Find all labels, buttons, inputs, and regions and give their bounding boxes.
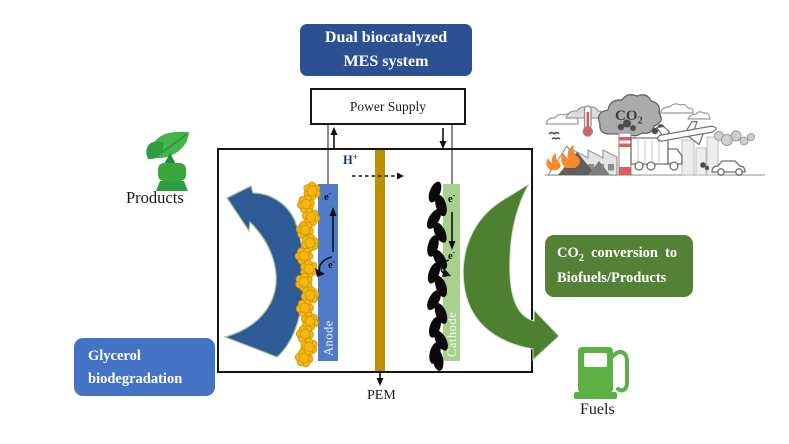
car-icon [700,160,746,176]
fuels-icon [574,347,629,399]
co2-cloud: CO2 [597,94,662,137]
cathode-electron-hook [440,259,451,277]
products-icon [146,131,189,191]
plane-icon [655,120,717,146]
title-line2: MES system [343,53,429,70]
skyline [681,136,719,176]
cloud-co2-label: CO2 [615,108,643,127]
cathode-label: Cathode [445,312,459,357]
anode-electron-label: e- [324,189,332,203]
anode-electron-label2: e- [328,257,336,271]
proton-arrow [352,172,404,180]
mountain-small [588,161,610,175]
chimney-smoke [617,119,636,131]
glycerol-line2: biodegradation [88,371,183,388]
thermometer-icon [582,105,594,137]
current-up-arrow [330,127,338,148]
glycerol-line1: Glycerol [88,348,141,364]
birds [548,131,561,140]
car-exhaust [700,162,710,171]
pem-membrane [375,150,385,371]
glycerol-box: Glycerol biodegradation [74,338,215,396]
anode-electron-hook [315,256,333,277]
co2-box-line1: CO2 conversion to [557,245,678,264]
truck-icon [630,124,683,171]
pem-label: PEM [367,388,396,403]
power-supply-label: Power Supply [349,98,427,114]
title-line1: Dual biocatalyzed [324,29,448,46]
cathode-electron-arrow [448,212,456,250]
flame-icon [546,145,580,170]
anode-electron-arrow [329,207,337,252]
power-supply-box: Power Supply [310,88,466,125]
products-label: Products [126,188,184,207]
cathode-cycle-arrow [462,183,560,362]
reactor-cell [217,148,533,373]
anode-cycle-arrow [223,185,305,358]
cathode-bar [443,184,460,361]
pem-arrow [376,371,384,386]
current-down-arrow [439,128,447,149]
fuels-label: Fuels [580,401,615,418]
anode-label: Anode [322,320,336,356]
title-box: Dual biocatalyzed MES system [300,24,472,76]
cathode-electron-label: e- [448,191,456,205]
co2-box-line2: Biofuels/Products [557,270,667,287]
proton-label: H+ [343,152,358,167]
co2-emissions-illustration: CO2 [545,94,765,176]
plane-smoke [714,130,755,146]
co2-conversion-box: CO2 conversion to Biofuels/Products [545,235,693,297]
cathode-electron-label2: e- [448,248,456,262]
